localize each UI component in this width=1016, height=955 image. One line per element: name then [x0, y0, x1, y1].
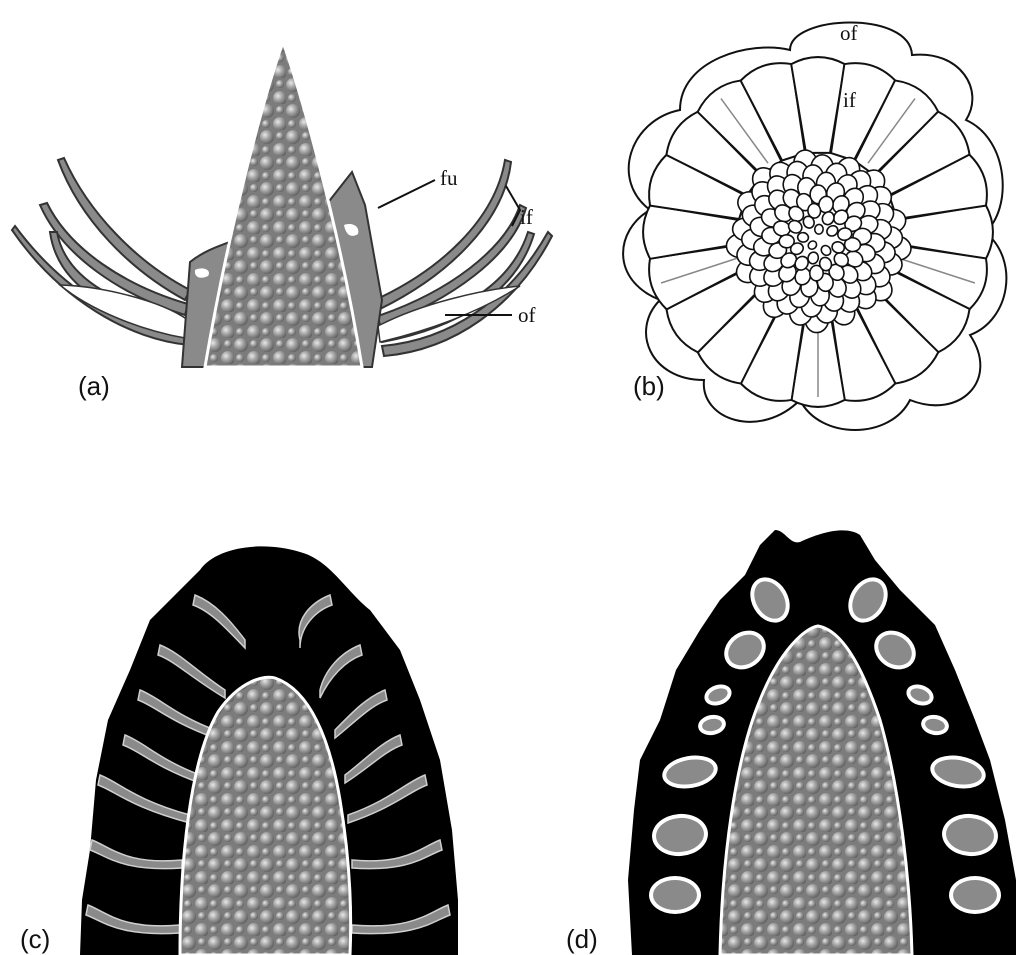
label-fu: fu: [440, 166, 458, 190]
panel-a: fu if of (a): [12, 42, 552, 401]
panel-d: (d): [566, 530, 1016, 955]
panel-b: of if (b): [623, 21, 1006, 430]
leader-fu: [378, 180, 435, 208]
left-outer-leaf-white: [60, 285, 188, 338]
primordium: [653, 880, 697, 910]
primordium: [953, 880, 997, 910]
floret: [814, 224, 823, 234]
panel-a-left-hole: [195, 268, 209, 277]
label-if: if: [520, 205, 533, 229]
panel-label-c: (c): [20, 924, 50, 954]
panel-label-d: (d): [566, 924, 598, 954]
label-of: of: [518, 303, 536, 327]
label-of-b: of: [840, 21, 858, 45]
panel-label-a: (a): [78, 371, 110, 401]
panel-c: (c): [20, 546, 458, 955]
panel-label-b: (b): [633, 371, 665, 401]
label-if-b: if: [843, 88, 856, 112]
